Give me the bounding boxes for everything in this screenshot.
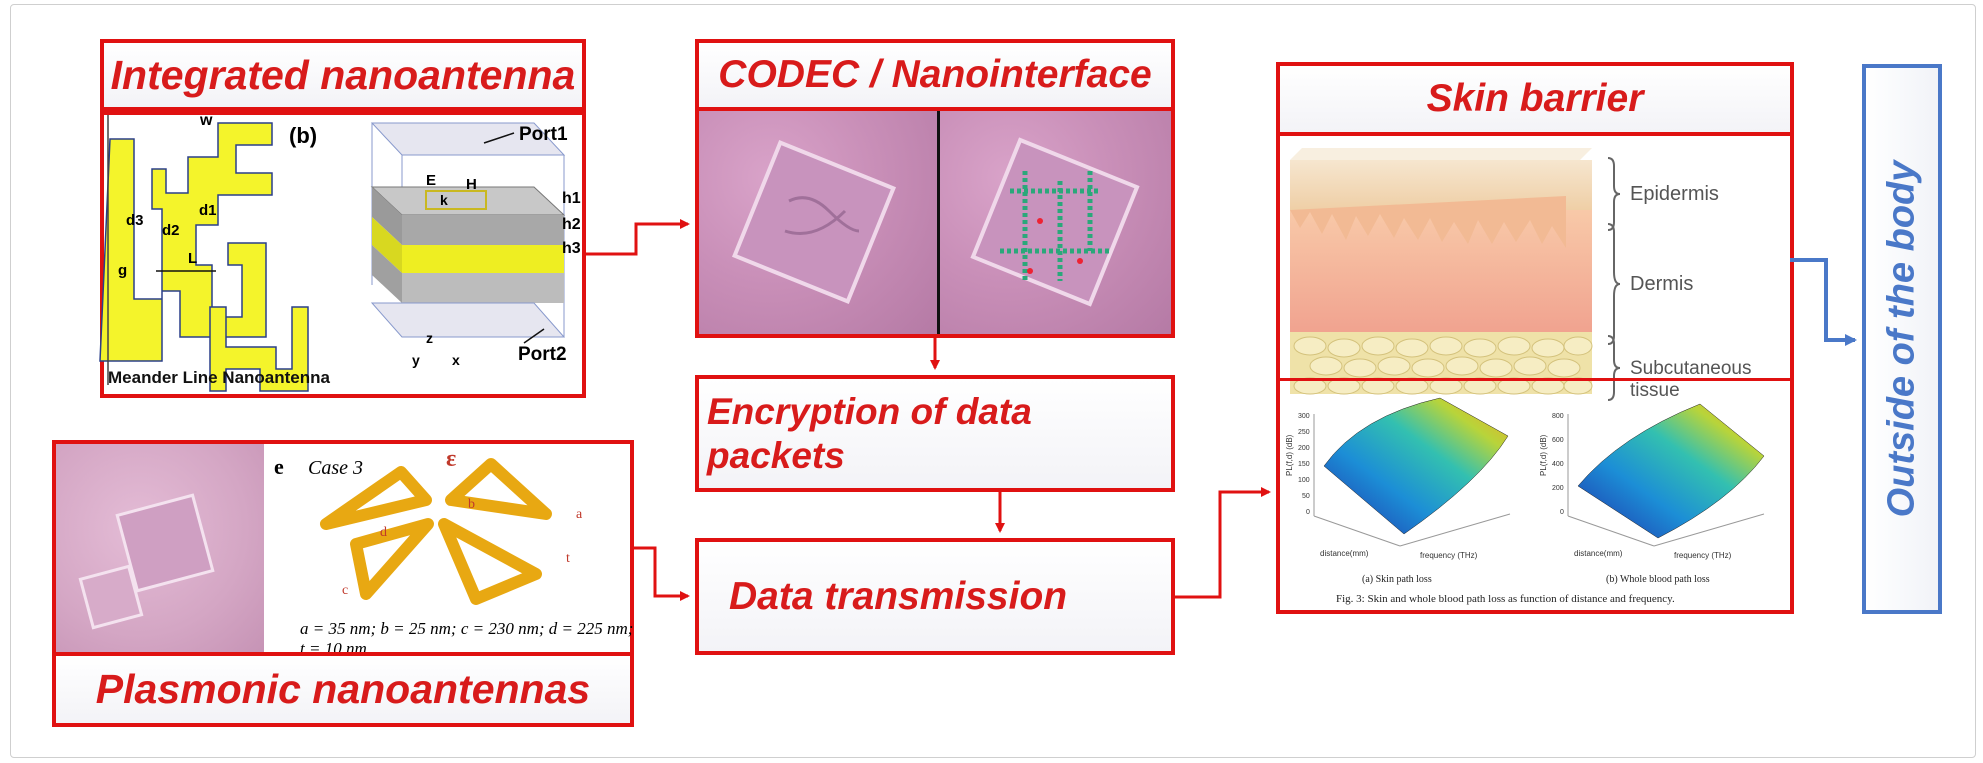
xlabel-b: frequency (THz) xyxy=(1674,551,1732,560)
panel-e-label: e xyxy=(274,454,284,479)
plasmonic-params: a = 35 nm; b = 25 nm; c = 230 nm; d = 22… xyxy=(300,619,633,638)
transmission-label: Data transmission xyxy=(729,574,1068,618)
meander-caption: Meander Line Nanoantenna xyxy=(108,368,331,387)
h3-label: h3 xyxy=(562,240,581,257)
pathloss-figure: PL(f,d) (dB) PL(f,d) (dB) distance(mm) f… xyxy=(1285,397,1765,605)
dim-d: d xyxy=(380,525,387,540)
transmission-title: Data transmission xyxy=(695,538,1175,655)
k-vector-label: k xyxy=(440,192,448,208)
plasmonic-title: Plasmonic nanoantennas xyxy=(52,652,634,727)
port1-label: Port1 xyxy=(519,124,568,145)
dim-c: c xyxy=(342,583,348,598)
diagram-frame xyxy=(10,4,1976,758)
encryption-title: Encryption of data packets xyxy=(695,375,1175,492)
encryption-label: Encryption of data packets xyxy=(707,390,1032,476)
codec-divider xyxy=(937,111,940,334)
dim-b: b xyxy=(468,497,475,512)
x-axis-label: x xyxy=(452,352,460,368)
fig-caption: Fig. 3: Skin and whole blood path loss a… xyxy=(1336,593,1675,605)
epidermis-label: Epidermis xyxy=(1630,183,1719,205)
epsilon-label: ε xyxy=(446,446,456,472)
skin-barrier-label: Skin barrier xyxy=(1426,77,1644,120)
dim-d3: d3 xyxy=(126,212,144,229)
plasmonic-micrograph xyxy=(56,444,264,654)
dlabel-a: distance(mm) xyxy=(1320,549,1369,558)
zlabel-b: PL(f,d) (dB) xyxy=(1539,434,1548,476)
codec-title: CODEC / Nanointerface xyxy=(695,39,1175,111)
tick-a-1: 250 xyxy=(1298,429,1310,436)
tick-a-3: 150 xyxy=(1298,461,1310,468)
tick-a-4: 100 xyxy=(1298,477,1310,484)
tick-b-0: 800 xyxy=(1552,413,1564,420)
h-field-label: H xyxy=(466,176,477,193)
caption-b: (b) Whole blood path loss xyxy=(1606,574,1710,585)
skin-panel-divider xyxy=(1280,378,1790,381)
plasmonic-panel: e Case 3 ε a b c d t a = 35 nm; b = 25 n… xyxy=(52,440,634,658)
z-axis-label: z xyxy=(426,330,433,346)
e-field-label: E xyxy=(426,172,436,189)
outside-body-box: Outside of the body xyxy=(1862,64,1942,614)
skin-path-loss-plot xyxy=(1313,397,1511,547)
dim-t: t xyxy=(566,551,570,566)
integrated-nanoantenna-title: Integrated nanoantenna xyxy=(100,39,586,111)
blood-path-loss-plot xyxy=(1567,403,1765,547)
dim-g: g xyxy=(118,262,127,279)
h1-label: h1 xyxy=(562,190,581,207)
meander-antenna-panel: w d3 d2 d1 g L (b) Port1 Port2 E H xyxy=(99,111,586,398)
plasmonic-label: Plasmonic nanoantennas xyxy=(95,666,591,712)
tick-b-4: 0 xyxy=(1560,509,1564,516)
tick-a-5: 50 xyxy=(1302,493,1310,500)
tick-a-2: 200 xyxy=(1298,445,1310,452)
crystal-image-left xyxy=(699,111,937,334)
dim-a: a xyxy=(576,507,583,522)
panel-b-label: (b) xyxy=(289,123,317,148)
layer-stack xyxy=(370,122,566,338)
port2-label: Port2 xyxy=(518,344,567,365)
crystal-image-right xyxy=(940,111,1171,334)
tick-b-3: 200 xyxy=(1552,485,1564,492)
zlabel-a: PL(f,d) (dB) xyxy=(1285,434,1294,476)
dlabel-b: distance(mm) xyxy=(1574,549,1623,558)
skin-barrier-title: Skin barrier xyxy=(1276,62,1794,136)
outside-body-label: Outside of the body xyxy=(1880,160,1923,518)
case-label: Case 3 xyxy=(308,457,363,479)
codec-images-panel xyxy=(695,111,1175,338)
codec-label: CODEC / Nanointerface xyxy=(718,53,1152,96)
integrated-nanoantenna-label: Integrated nanoantenna xyxy=(110,51,576,98)
dermis-label: Dermis xyxy=(1630,273,1693,295)
y-axis-label: y xyxy=(412,352,420,368)
dim-L: L xyxy=(188,250,197,267)
xlabel-a: frequency (THz) xyxy=(1420,551,1478,560)
tick-a-6: 0 xyxy=(1306,509,1310,516)
dim-w: w xyxy=(199,112,213,129)
tick-a-0: 300 xyxy=(1298,413,1310,420)
dim-d1: d1 xyxy=(199,202,217,219)
caption-a: (a) Skin path loss xyxy=(1362,574,1432,585)
tick-b-1: 600 xyxy=(1552,437,1564,444)
tick-b-2: 400 xyxy=(1552,461,1564,468)
h2-label: h2 xyxy=(562,216,581,233)
meander-antenna-figure: w d3 d2 d1 g L (b) Port1 Port2 E H xyxy=(99,112,581,392)
dim-d2: d2 xyxy=(162,222,180,239)
bowtie-figure: e Case 3 ε a b c d t a = 35 nm; b = 25 n… xyxy=(274,446,633,658)
